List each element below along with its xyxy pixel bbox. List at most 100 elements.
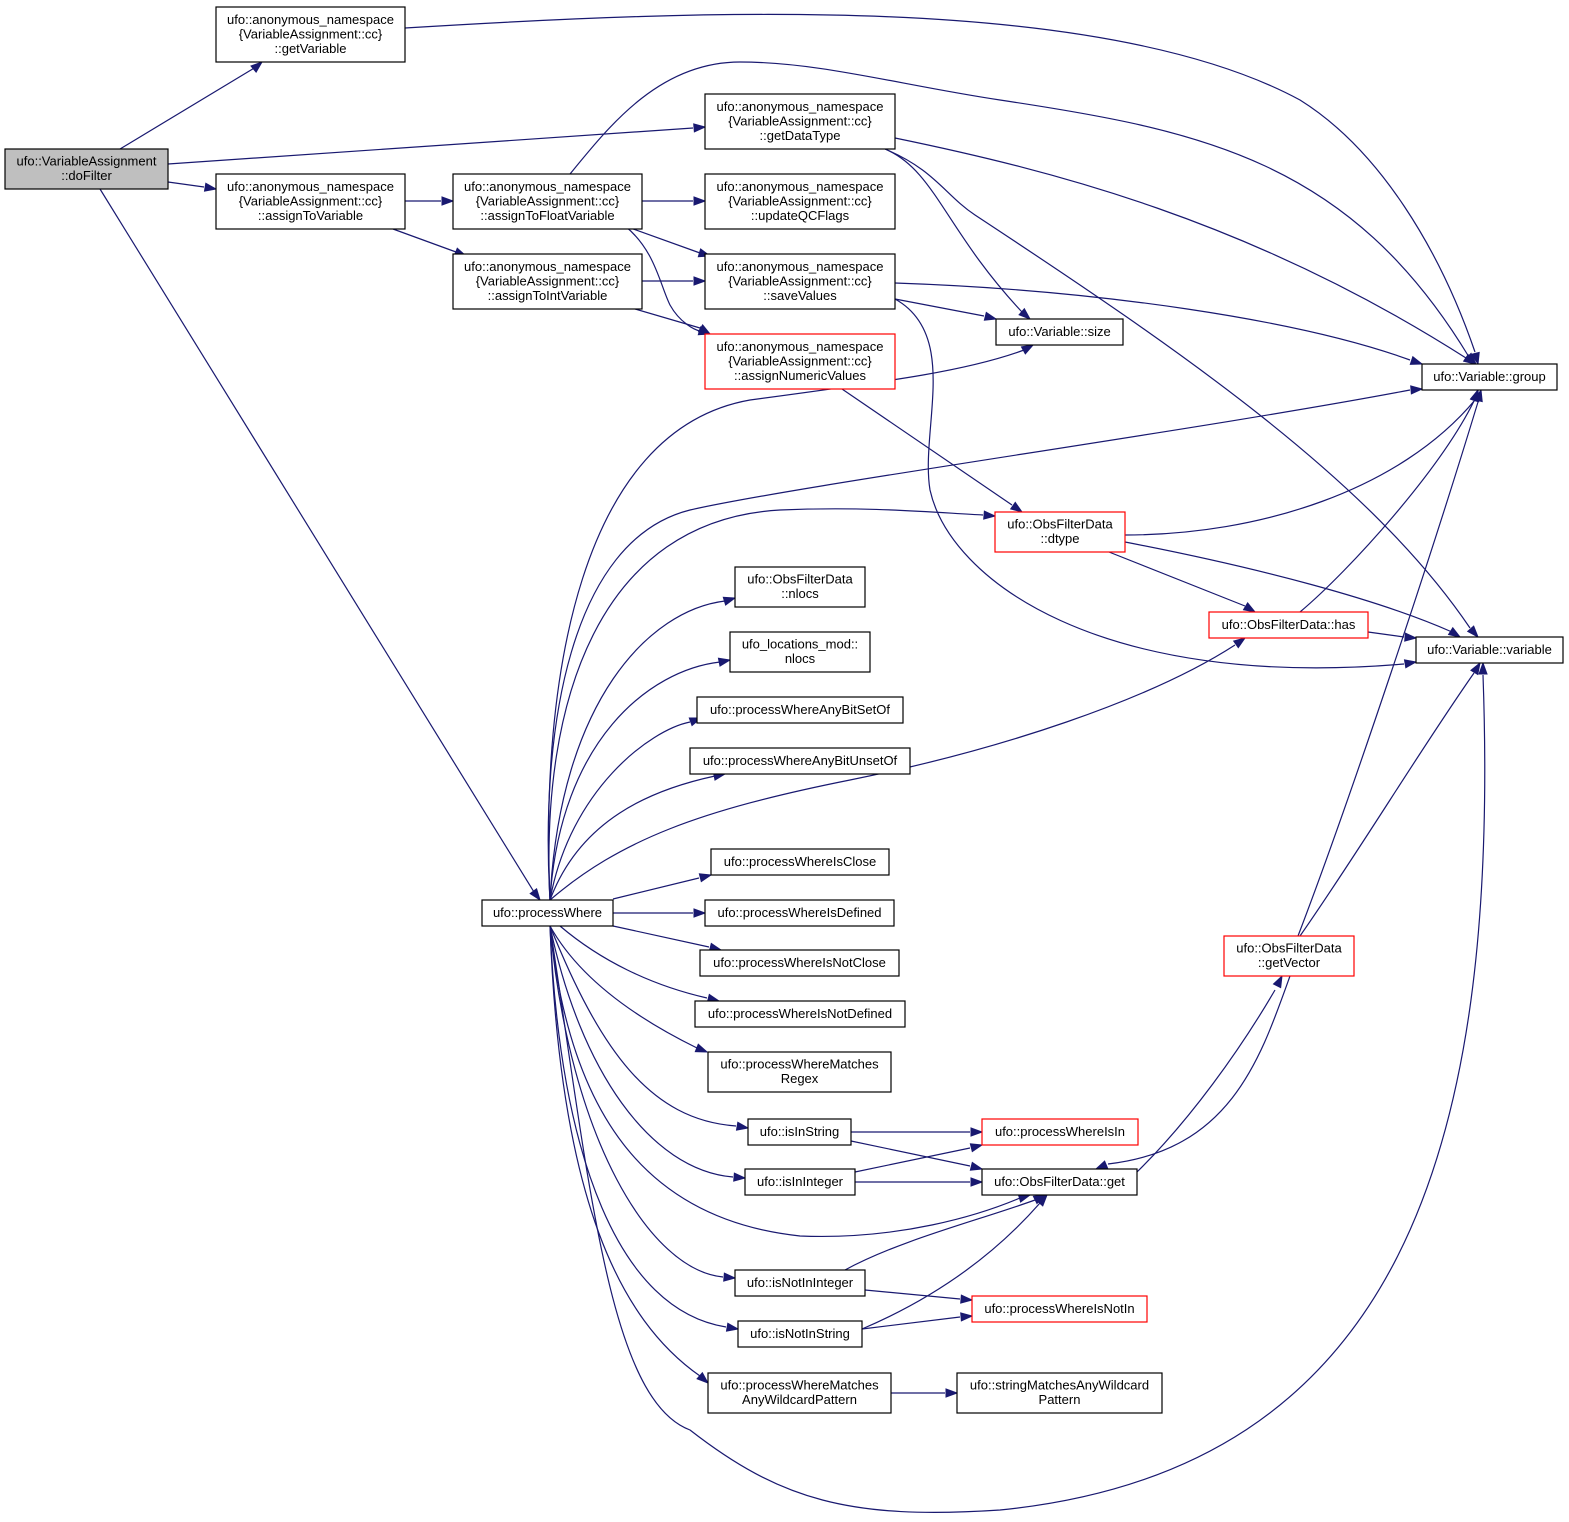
node-label: ufo::Variable::size [1008, 324, 1110, 339]
node-label: ufo::VariableAssignment [17, 154, 157, 169]
call-edge [549, 925, 747, 1182]
edge-arrowhead [1478, 661, 1488, 675]
node-label: AnyWildcardPattern [742, 1392, 857, 1407]
call-edge [841, 388, 1024, 513]
call-edge [405, 196, 455, 206]
node-label: ufo::ObsFilterData [1007, 517, 1113, 532]
call-edge [99, 188, 541, 902]
node-nlocs-o-f-d[interactable]: ufo::ObsFilterData::nlocs [734, 566, 866, 608]
node-process-where[interactable]: ufo::processWhere [481, 899, 614, 927]
edge-arrowhead [1232, 637, 1247, 649]
edge-arrowhead [1410, 385, 1424, 395]
node-is-not-close[interactable]: ufo::processWhereIsNotClose [699, 949, 900, 977]
edge-arrowhead [1447, 626, 1462, 638]
node-label: ufo::anonymous_namespace [227, 12, 394, 27]
call-edge [548, 508, 997, 901]
edge-arrowhead [722, 596, 737, 606]
node-do-filter[interactable]: ufo::VariableAssignment::doFilter [4, 148, 169, 190]
call-edge [861, 1193, 1048, 1330]
node-process-where-is-not-in[interactable]: ufo::processWhereIsNotIn [971, 1295, 1148, 1323]
node-get-vector[interactable]: ufo::ObsFilterData::getVector [1223, 935, 1355, 977]
call-edge [549, 925, 710, 1384]
call-edge [1136, 974, 1283, 1173]
edge-arrowhead [1470, 351, 1480, 366]
node-group[interactable]: ufo::Variable::group [1421, 363, 1558, 391]
node-label: ufo::processWhereIsIn [995, 1124, 1125, 1139]
node-label: ufo::processWhereIsNotIn [984, 1301, 1134, 1316]
node-label: ufo::processWhereMatches [720, 1057, 879, 1072]
node-any-bit-unset[interactable]: ufo::processWhereAnyBitUnsetOf [689, 747, 911, 775]
node-label: ufo::Variable::variable [1427, 642, 1552, 657]
edge-arrowhead [969, 1143, 984, 1153]
node-get-data-type[interactable]: ufo::anonymous_namespace{VariableAssignm… [704, 93, 896, 150]
call-edge [549, 925, 709, 1053]
node-label: ufo::processWhereIsClose [724, 854, 876, 869]
node-assign-to-variable[interactable]: ufo::anonymous_namespace{VariableAssignm… [215, 173, 406, 230]
edge-arrowhead [1470, 661, 1481, 676]
node-is-not-in-string[interactable]: ufo::isNotInString [737, 1320, 863, 1348]
edge-arrowhead [960, 1312, 974, 1322]
call-edge [612, 873, 713, 900]
call-edge [549, 925, 737, 1282]
edge-arrowhead [969, 1161, 984, 1171]
call-edge [894, 137, 1477, 365]
node-label: ufo::ObsFilterData [1236, 941, 1342, 956]
node-label: {VariableAssignment::cc} [476, 273, 620, 288]
call-edge [854, 1143, 984, 1173]
node-is-defined[interactable]: ufo::processWhereIsDefined [704, 899, 895, 927]
node-label: ufo::processWhereIsDefined [717, 905, 881, 920]
edge-arrowhead [1473, 388, 1483, 403]
call-edge [894, 282, 1424, 365]
node-get[interactable]: ufo::ObsFilterData::get [981, 1168, 1138, 1196]
node-process-where-is-in[interactable]: ufo::processWhereIsIn [981, 1118, 1139, 1146]
node-is-close[interactable]: ufo::processWhereIsClose [710, 848, 890, 876]
call-edge [549, 596, 737, 901]
node-assign-to-float-variable[interactable]: ufo::anonymous_namespace{VariableAssignm… [452, 173, 643, 230]
edge-arrowhead [970, 1127, 984, 1137]
edge-arrowhead [1035, 1193, 1048, 1207]
node-label: Regex [781, 1071, 819, 1086]
edge-arrowhead [696, 1371, 710, 1384]
call-edge [549, 771, 727, 901]
call-edge [1124, 388, 1480, 536]
edge-arrowhead [1404, 632, 1418, 642]
call-edge [167, 123, 707, 165]
call-edge [884, 148, 1479, 639]
node-nlocs-mod[interactable]: ufo_locations_mod::nlocs [729, 631, 871, 673]
call-edge [1299, 388, 1479, 613]
call-edge [549, 657, 732, 901]
node-save-values[interactable]: ufo::anonymous_namespace{VariableAssignm… [704, 253, 896, 310]
edge-arrowhead [1403, 659, 1418, 669]
node-label: ufo::isNotInInteger [747, 1275, 854, 1290]
call-edge [844, 1194, 1047, 1271]
node-assign-to-int-variable[interactable]: ufo::anonymous_namespace{VariableAssignm… [452, 253, 643, 310]
node-assign-numeric-values[interactable]: ufo::anonymous_namespace{VariableAssignm… [704, 333, 896, 390]
edge-arrowhead [970, 1177, 984, 1187]
node-is-not-in-integer[interactable]: ufo::isNotInInteger [734, 1269, 866, 1297]
node-update-q-c-flags[interactable]: ufo::anonymous_namespace{VariableAssignm… [704, 173, 896, 230]
node-label: ufo::ObsFilterData::has [1222, 617, 1356, 632]
node-variable[interactable]: ufo::Variable::variable [1415, 636, 1564, 664]
node-get-variable[interactable]: ufo::anonymous_namespace{VariableAssignm… [215, 6, 406, 63]
node-label: ufo::Variable::group [1433, 369, 1546, 384]
node-has[interactable]: ufo::ObsFilterData::has [1208, 611, 1369, 639]
node-size[interactable]: ufo::Variable::size [995, 318, 1124, 346]
node-is-in-integer[interactable]: ufo::isInInteger [744, 1168, 856, 1196]
call-edge [851, 1127, 984, 1137]
node-label: ufo::isInInteger [757, 1174, 844, 1189]
node-is-in-string[interactable]: ufo::isInString [747, 1118, 852, 1146]
node-label: ::getVariable [274, 41, 346, 56]
node-dtype[interactable]: ufo::ObsFilterData::dtype [994, 511, 1126, 553]
call-edge [119, 61, 264, 150]
edge-arrowhead [694, 1043, 709, 1053]
edge-arrowhead [693, 276, 707, 286]
edge-arrowhead [725, 1322, 740, 1332]
node-is-not-defined[interactable]: ufo::processWhereIsNotDefined [694, 1000, 906, 1028]
edge-arrowhead [717, 657, 732, 667]
node-any-bit-set[interactable]: ufo::processWhereAnyBitSetOf [696, 696, 904, 724]
edge-arrowhead [693, 123, 707, 133]
node-matches-wildcard[interactable]: ufo::processWhereMatchesAnyWildcardPatte… [707, 1372, 892, 1414]
call-edge [549, 925, 750, 1131]
